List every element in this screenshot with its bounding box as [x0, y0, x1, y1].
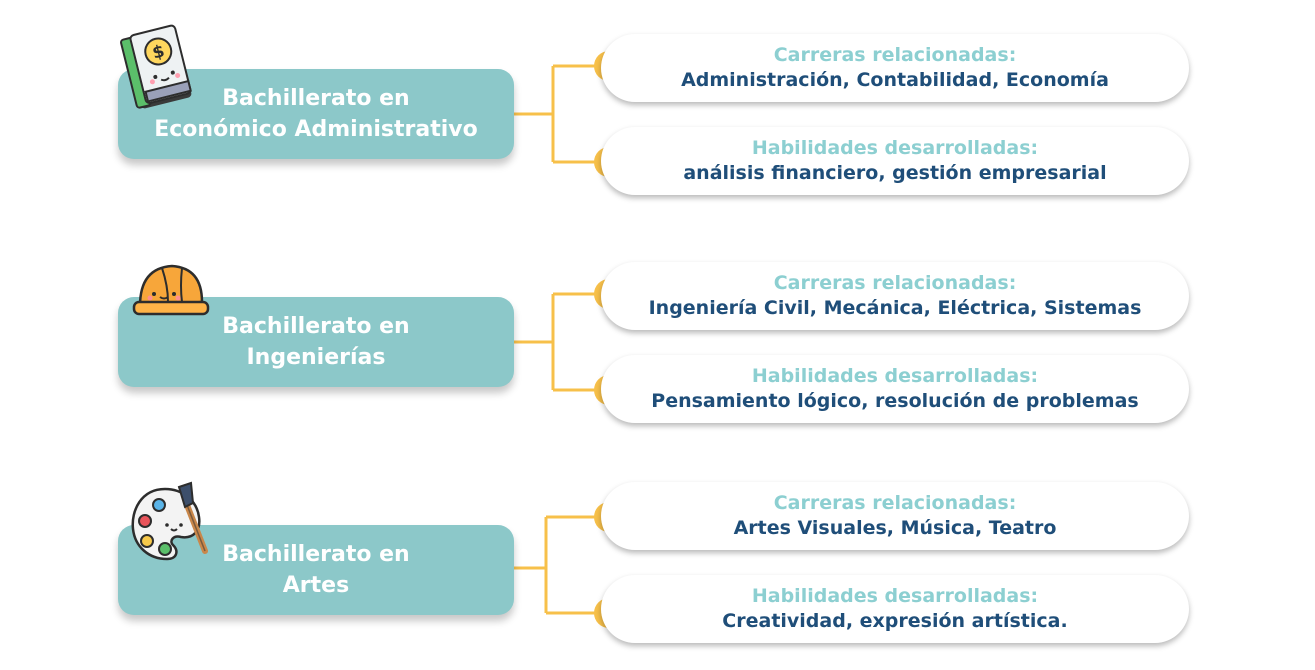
row-economico: Bachillerato en Económico Administrativo… [0, 0, 1315, 200]
bracket-connector [514, 51, 610, 177]
skills-card: Habilidades desarrolladas: Pensamiento l… [601, 355, 1189, 423]
careers-caption: Carreras relacionadas: [773, 492, 1017, 514]
skills-card: Habilidades desarrolladas: análisis fina… [601, 127, 1189, 195]
track-title-line1: Bachillerato en [222, 542, 410, 567]
paint-palette-icon [131, 481, 208, 561]
track-title-line2: Económico Administrativo [154, 117, 478, 142]
track-title-line1: Bachillerato en [222, 86, 410, 111]
careers-card: Carreras relacionadas: Ingeniería Civil,… [601, 262, 1189, 330]
careers-value: Ingeniería Civil, Mecánica, Eléctrica, S… [648, 297, 1142, 319]
finance-book-icon: $ [120, 24, 192, 109]
careers-caption: Carreras relacionadas: [773, 44, 1017, 66]
hard-hat-icon [132, 264, 210, 316]
track-box: Bachillerato en Artes [118, 525, 514, 615]
bracket-connector [514, 502, 610, 628]
careers-value: Artes Visuales, Música, Teatro [733, 517, 1057, 539]
skills-caption: Habilidades desarrolladas: [751, 365, 1039, 387]
skills-value: Pensamiento lógico, resolución de proble… [651, 390, 1139, 412]
careers-card: Carreras relacionadas: Artes Visuales, M… [601, 482, 1189, 550]
row-ingenierias: Bachillerato en Ingenierías Carreras rel… [0, 228, 1315, 428]
skills-caption: Habilidades desarrolladas: [751, 137, 1039, 159]
careers-caption: Carreras relacionadas: [773, 272, 1017, 294]
svg-text:$: $ [150, 41, 166, 63]
skills-caption: Habilidades desarrolladas: [751, 585, 1039, 607]
skills-card: Habilidades desarrolladas: Creatividad, … [601, 575, 1189, 643]
track-title-line2: Artes [282, 573, 350, 598]
skills-value: Creatividad, expresión artística. [722, 610, 1068, 632]
track-box: Bachillerato en Económico Administrativo [118, 69, 514, 159]
track-title-line2: Ingenierías [246, 345, 386, 370]
careers-value: Administración, Contabilidad, Economía [681, 69, 1109, 91]
row-artes: Bachillerato en Artes Carreras relaciona… [0, 456, 1315, 656]
careers-card: Carreras relacionadas: Administración, C… [601, 34, 1189, 102]
bracket-connector [514, 279, 610, 405]
track-title-line1: Bachillerato en [222, 314, 410, 339]
skills-value: análisis financiero, gestión empresarial [683, 162, 1107, 184]
